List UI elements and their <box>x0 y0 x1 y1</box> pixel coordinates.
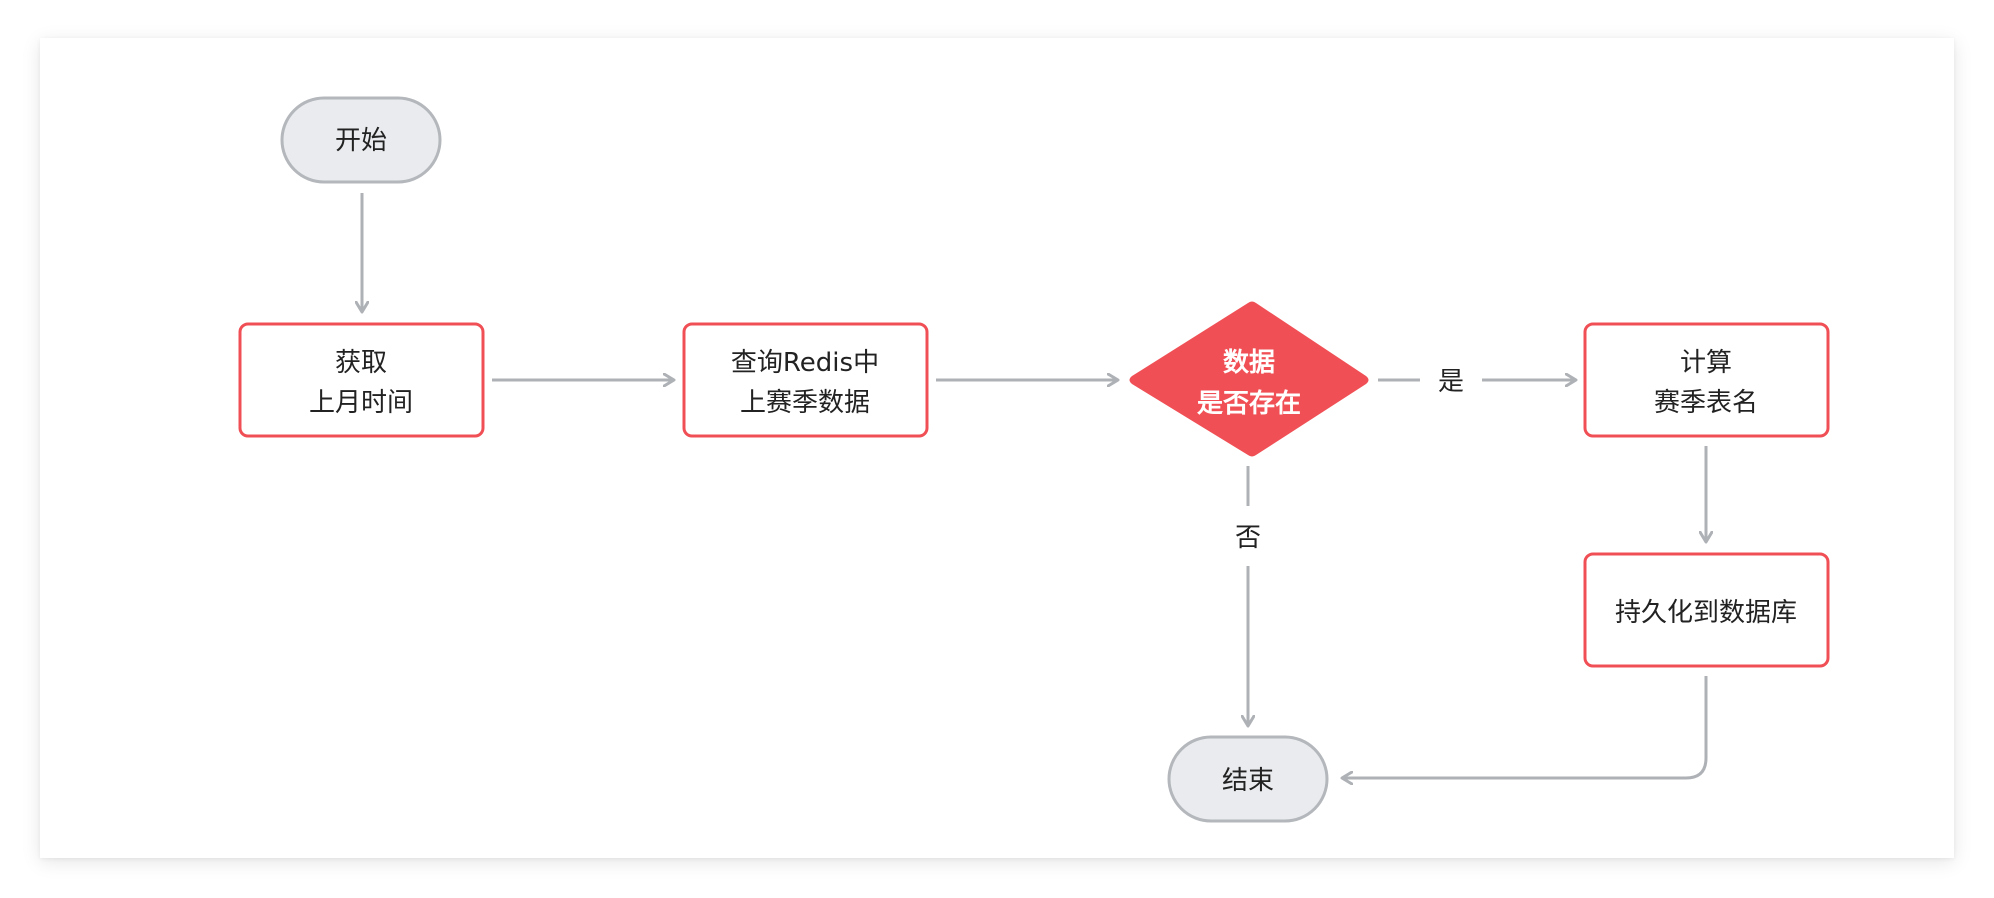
end-label: 结束 <box>1222 766 1274 796</box>
node-calc-table: 计算 赛季表名 <box>1583 322 1830 438</box>
get-time-line-1: 获取 <box>335 348 387 378</box>
calc-table-line-1: 计算 <box>1680 348 1732 378</box>
decision-diamond-shape <box>1129 301 1369 457</box>
get-time-box <box>238 322 485 438</box>
edges <box>362 193 1706 778</box>
persist-box <box>1583 552 1830 668</box>
query-redis-line-1: 查询Redis中 <box>731 348 879 378</box>
node-decision: 数据 是否存在 <box>1129 301 1369 457</box>
end-terminal-shape <box>1167 735 1329 823</box>
node-persist: 持久化到数据库 <box>1583 552 1830 668</box>
calc-table-line-2: 赛季表名 <box>1654 388 1758 418</box>
start-label: 开始 <box>335 126 387 156</box>
decision-line-1: 数据 <box>1223 348 1275 378</box>
query-redis-line-2: 上赛季数据 <box>740 388 870 418</box>
node-query-redis: 查询Redis中 上赛季数据 <box>682 322 929 438</box>
persist-label: 持久化到数据库 <box>1615 598 1797 628</box>
edge-label-yes: 是 <box>1438 367 1464 397</box>
edge-label-no: 否 <box>1235 523 1261 553</box>
edge-persist-to-end <box>1342 676 1708 778</box>
node-get-time: 获取 上月时间 <box>238 322 485 438</box>
get-time-line-2: 上月时间 <box>309 388 413 418</box>
query-redis-box <box>682 322 929 438</box>
calc-table-box <box>1583 322 1830 438</box>
node-end: 结束 <box>1167 735 1329 823</box>
node-start: 开始 <box>280 96 442 184</box>
start-terminal-shape <box>280 96 442 184</box>
decision-line-2: 是否存在 <box>1197 389 1301 419</box>
